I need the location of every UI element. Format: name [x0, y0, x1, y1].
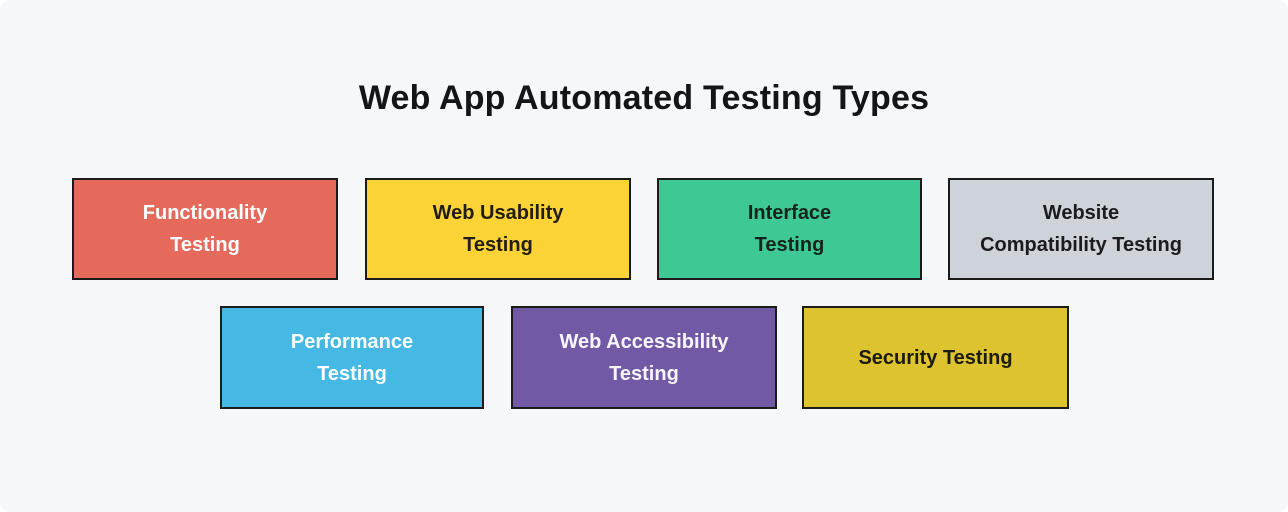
box-label-line: Compatibility Testing [980, 234, 1182, 256]
box-label-line: Interface [747, 202, 832, 224]
box-label-line: Web Accessibility [559, 330, 729, 353]
box-website-compatibility-testing: Website Compatibility Testing [948, 178, 1214, 280]
box-label-line: Testing [317, 362, 387, 385]
box-label-line: Performance [290, 330, 414, 353]
diagram-title: Web App Automated Testing Types [358, 79, 930, 117]
box-label-line: Functionality [142, 202, 268, 224]
box-interface-testing: Interface Testing [657, 178, 922, 280]
box-functionality-testing: Functionality Testing [72, 178, 338, 280]
box-performance-testing: Performance Testing [220, 306, 484, 409]
box-security-testing: Security Testing [802, 306, 1069, 409]
box-label-line: Testing [463, 234, 533, 256]
box-web-accessibility-testing: Web Accessibility Testing [511, 306, 777, 409]
box-label-line: Website [1042, 202, 1120, 224]
box-label-line: Security Testing [858, 346, 1013, 369]
box-label-line: Web Usability [432, 202, 564, 224]
box-label-line: Testing [170, 234, 240, 256]
box-web-usability-testing: Web Usability Testing [365, 178, 631, 280]
box-label-line: Testing [754, 234, 825, 256]
box-label-line: Testing [609, 362, 679, 385]
